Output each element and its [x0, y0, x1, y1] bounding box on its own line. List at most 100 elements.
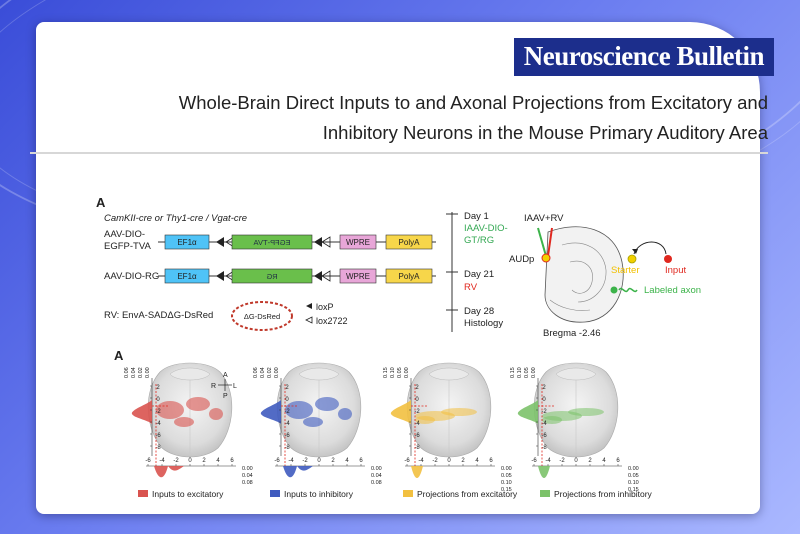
journal-logo: Neuroscience Bulletin — [513, 38, 774, 76]
density-blob — [568, 408, 604, 416]
x-density — [538, 466, 550, 478]
right-tick-label: 0.05 — [501, 473, 512, 479]
olfactory-bulb — [298, 367, 340, 381]
x-tick-label: 6 — [489, 458, 493, 464]
y-tick-label: -2 — [284, 409, 290, 415]
row2-wpre-label: WPRE — [346, 272, 370, 281]
x-tick-label: 4 — [475, 458, 479, 464]
right-tick-label: 0.04 — [242, 473, 253, 479]
x-tick-label: -6 — [274, 458, 280, 464]
compass-p: P — [223, 393, 228, 400]
x-tick-label: -6 — [404, 458, 410, 464]
y-density — [390, 400, 411, 424]
y-tick-label: -2 — [414, 409, 420, 415]
x-tick-label: -4 — [288, 458, 294, 464]
y-tick-label: 0 — [542, 397, 546, 403]
y-tick-label: 2 — [156, 385, 160, 391]
compass-r: R — [211, 383, 216, 390]
bregma-label: Bregma -2.46 — [543, 328, 601, 339]
top-tick-label: 0.06 — [253, 367, 259, 378]
legend-swatch — [270, 490, 280, 497]
right-tick-label: 0.08 — [242, 480, 253, 486]
mouse-lines-label: CamKII-cre or Thy1-cre / Vgat-cre — [104, 213, 247, 224]
y-density — [517, 400, 538, 424]
row1-polya-label: PolyA — [399, 238, 421, 247]
section-contour-2 — [569, 260, 593, 294]
panel-letter-top: A — [96, 195, 106, 210]
row2-gene-label: RG — [266, 272, 277, 281]
x-tick-label: -2 — [432, 458, 438, 464]
y-tick-label: 2 — [542, 385, 546, 391]
row1-polya-box — [385, 234, 433, 250]
title-line-1: Whole-Brain Direct Inputs to and Axonal … — [178, 92, 768, 113]
density-blob — [441, 408, 477, 416]
y-density — [260, 400, 281, 424]
x-tick-label: 2 — [461, 458, 465, 464]
timeline-histology: Histology — [464, 318, 503, 329]
labeled-axon-wave — [618, 287, 638, 293]
figure: A CamKII-cre or Thy1-cre / Vgat-cre AAV-… — [96, 195, 701, 499]
legend-swatch — [138, 490, 148, 497]
x-tick-label: 2 — [202, 458, 206, 464]
trans-synaptic-arrow — [633, 241, 667, 255]
legend-loxp: loxP — [316, 302, 334, 312]
top-tick-label: 0.05 — [524, 367, 530, 378]
legend-swatch — [403, 490, 413, 497]
x-tick-label: -6 — [531, 458, 537, 464]
x-tick-label: 0 — [574, 458, 578, 464]
right-tick-label: 0.10 — [628, 480, 639, 486]
right-tick-label: 0.05 — [628, 473, 639, 479]
row3-label: RV: EnvA-SADΔG-DsRed — [104, 310, 213, 321]
x-tick-label: 0 — [317, 458, 321, 464]
y-tick-label: -2 — [541, 409, 547, 415]
y-tick-label: -8 — [541, 445, 547, 451]
timeline-day1: Day 1 — [464, 211, 489, 222]
arrow-head — [632, 249, 638, 254]
legend-label: Inputs to inhibitory — [284, 489, 354, 499]
timeline-day1-b: GT/RG — [464, 235, 494, 246]
row1-gene-box — [231, 234, 313, 250]
x-density — [154, 466, 184, 478]
right-tick-label: 0.15 — [501, 487, 512, 493]
y-tick-label: -6 — [541, 433, 547, 439]
olfactory-bulb — [428, 367, 470, 381]
input-dot — [664, 255, 672, 263]
x-tick-label: -2 — [173, 458, 179, 464]
x-tick-label: -6 — [145, 458, 151, 464]
x-tick-label: -2 — [559, 458, 565, 464]
y-tick-label: 0 — [156, 397, 160, 403]
right-tick-label: 0.10 — [501, 480, 512, 486]
y-tick-label: -4 — [284, 421, 290, 427]
row1-loxp-1 — [216, 237, 224, 247]
x-tick-label: -4 — [545, 458, 551, 464]
injection-label: IAAV+RV — [524, 213, 564, 224]
row2-promoter-box — [164, 268, 210, 284]
row1-promoter-box — [164, 234, 210, 250]
y-tick-label: -8 — [414, 445, 420, 451]
y-tick-label: -6 — [414, 433, 420, 439]
right-tick-label: 0.00 — [242, 466, 253, 472]
x-density — [283, 466, 313, 478]
timeline-day21-rv: RV — [464, 282, 478, 293]
top-tick-label: 0.02 — [267, 367, 273, 378]
title-line-2: Inhibitory Neurons in the Mouse Primary … — [322, 122, 768, 143]
row2-polya-label: PolyA — [399, 272, 421, 281]
row2-loxp-1 — [216, 271, 224, 281]
right-tick-label: 0.00 — [371, 466, 382, 472]
row1-loxp-2 — [314, 237, 322, 247]
labeled-axon-label: Labeled axon — [644, 285, 701, 296]
top-tick-label: 0.00 — [274, 367, 280, 378]
x-density — [411, 466, 423, 478]
top-tick-label: 0.15 — [383, 367, 389, 378]
legend-label: Inputs to excitatory — [152, 489, 224, 499]
x-tick-label: 6 — [359, 458, 363, 464]
x-tick-label: 6 — [616, 458, 620, 464]
y-tick-label: -6 — [284, 433, 290, 439]
y-tick-label: -8 — [284, 445, 290, 451]
density-blob — [186, 397, 210, 411]
x-tick-label: 0 — [188, 458, 192, 464]
timeline-day21: Day 21 — [464, 269, 494, 280]
